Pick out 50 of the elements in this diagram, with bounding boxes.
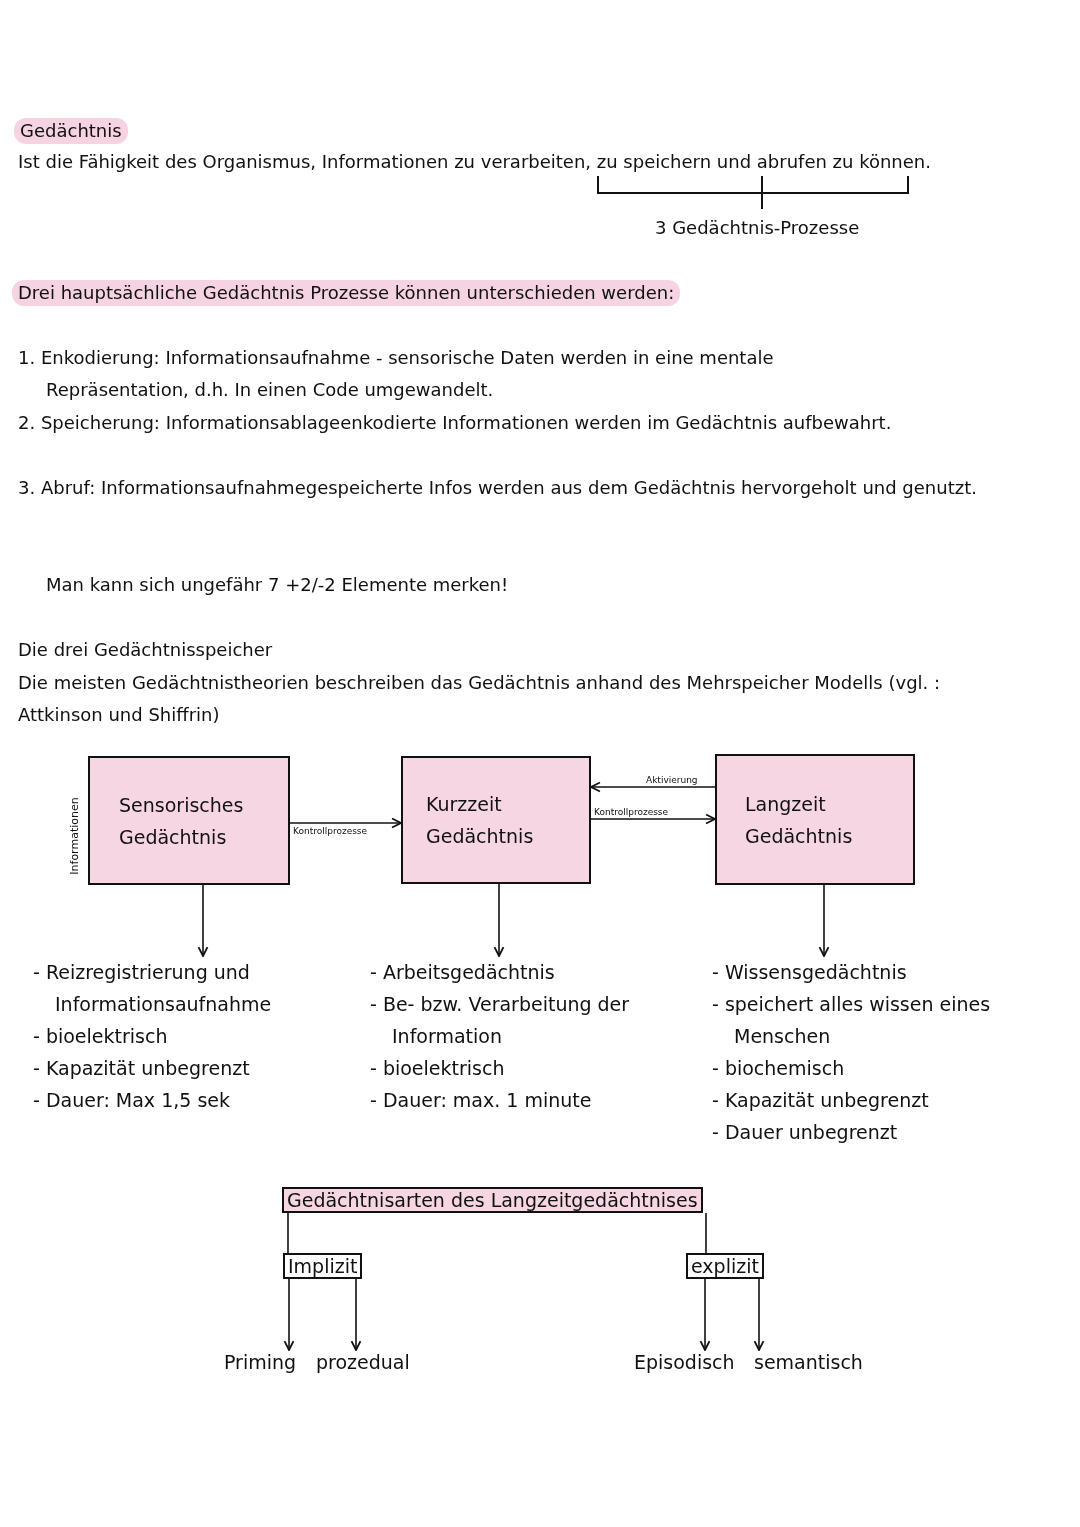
box-text: Langzeit Gedächtnis	[745, 791, 854, 849]
paragraph-text: Die meisten Gedächtnistheorien beschreiben das Gedächtnis anhand des Mehrspeicher Modells (vgl. : Attkinson und Shiffrin)	[18, 671, 942, 727]
memory-store-box	[88, 756, 290, 885]
edge-label: Aktivierung	[645, 775, 699, 785]
list-item: - Dauer: max. 1 minute	[370, 1088, 593, 1113]
list-item: - bioelektrisch	[370, 1056, 506, 1081]
numbered-item: 3. Abruf: Informationsaufnahmegespeicherte Infos werden aus dem Gedächtnis hervorgeholt und genutzt.	[18, 476, 978, 500]
edge-label: Kontrollprozesse	[593, 807, 670, 817]
category-box: Implizit	[283, 1253, 363, 1279]
arrow	[753, 1278, 765, 1351]
vertical-label: Informationen	[69, 797, 81, 875]
paragraph-text: Ist die Fähigkeit des Organismus, Informationen zu verarbeiten, zu speichern und abrufen zu können.	[18, 150, 932, 174]
memory-store-box	[715, 754, 915, 885]
arrow	[699, 1278, 711, 1351]
paragraph-text: Man kann sich ungefähr 7 +2/-2 Elemente merken!	[46, 573, 510, 597]
arrow	[493, 883, 505, 957]
paragraph-text: Die drei Gedächtnisspeicher	[18, 638, 274, 662]
leaf-text: prozedual	[316, 1350, 410, 1374]
category-box: explizit	[686, 1253, 764, 1279]
highlighted-heading: Gedächtnis	[14, 118, 128, 144]
leaf-text: Priming	[224, 1350, 297, 1374]
list-item: - Be- bzw. Verarbeitung der Information	[370, 992, 631, 1049]
list-item: - Dauer unbegrenzt	[712, 1120, 899, 1145]
list-item: - Arbeitsgedächtnis	[370, 960, 556, 985]
arrow	[350, 1278, 362, 1351]
arrow	[197, 884, 209, 957]
box-text: Sensorisches Gedächtnis	[119, 792, 245, 850]
arrow	[590, 813, 716, 825]
arrow	[590, 781, 716, 793]
leaf-text: semantisch	[754, 1350, 863, 1374]
numbered-item: 1. Enkodierung: Informationsaufnahme - sensorische Daten werden in eine mentale Repräsentation, d.h. In einen Code umgewandelt.	[18, 346, 775, 402]
list-item: - Wissensgedächtnis	[712, 960, 908, 985]
box-text: Kurzzeit Gedächtnis	[426, 792, 535, 849]
numbered-item: 2. Speicherung: Informationsablageenkodierte Informationen werden im Gedächtnis aufbewahrt.	[18, 411, 893, 435]
list-item: - Kapazität unbegrenzt	[33, 1056, 251, 1081]
list-item: - speichert alles wissen eines Menschen	[712, 992, 992, 1049]
arrow	[289, 817, 402, 829]
list-item: - biochemisch	[712, 1056, 846, 1081]
arrow	[283, 1278, 295, 1351]
edge-label: Kontrollprozesse	[292, 826, 369, 836]
list-item: - Dauer: Max 1,5 sek	[33, 1088, 231, 1113]
list-item: - bioelektrisch	[33, 1024, 169, 1049]
arrow	[818, 884, 830, 957]
leaf-text: Episodisch	[634, 1350, 735, 1374]
list-item: - Reizregistrierung und Informationsaufnahme	[33, 960, 273, 1017]
category-box: Gedächtnisarten des Langzeitgedächtnises	[282, 1187, 703, 1213]
paragraph-text: 3 Gedächtnis-Prozesse	[655, 216, 861, 240]
list-item: - Kapazität unbegrenzt	[712, 1088, 930, 1113]
highlighted-heading: Drei hauptsächliche Gedächtnis Prozesse können unterschieden werden:	[12, 280, 681, 306]
memory-store-box	[401, 756, 591, 884]
